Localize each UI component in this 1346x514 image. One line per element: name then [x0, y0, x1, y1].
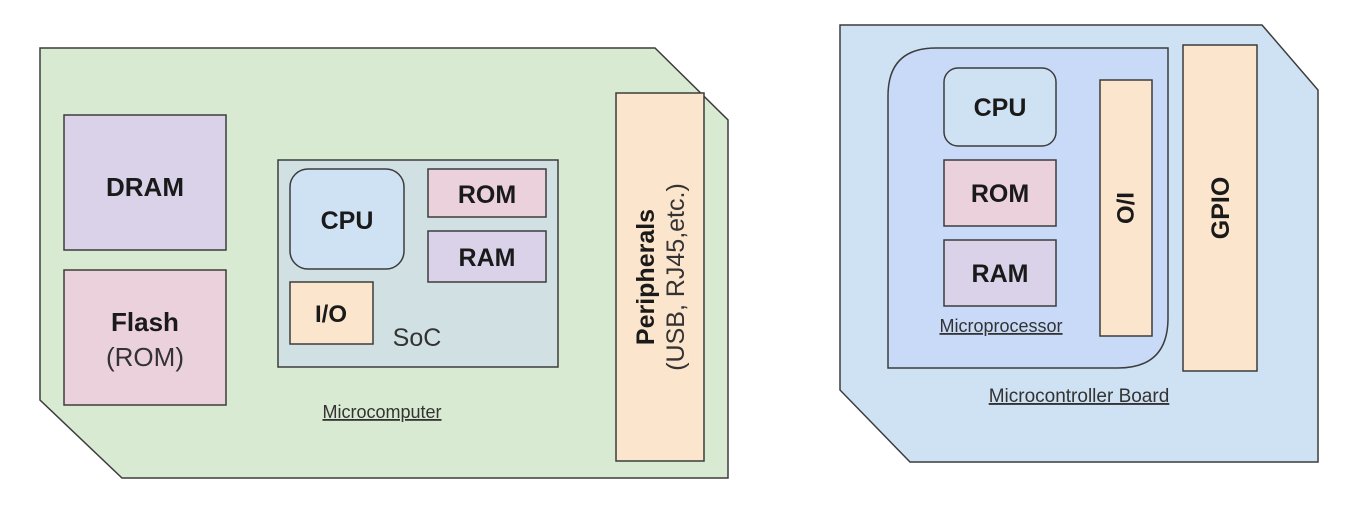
flash-sublabel: (ROM) — [106, 342, 184, 372]
flash-block — [63, 269, 227, 406]
microprocessor-label: Microprocessor — [939, 316, 1062, 336]
mp-ram-block — [943, 239, 1057, 307]
soc-io-block — [289, 281, 374, 345]
mp-cpu-label: CPU — [974, 94, 1027, 122]
soc-ram-label: RAM — [459, 244, 516, 272]
soc-ram-block — [427, 230, 547, 283]
soc-label: SoC — [393, 324, 442, 352]
dram-block — [63, 114, 227, 251]
microcomputer-diagram: DRAM Flash (ROM) CPU ROM RAM I/O SoC Per… — [39, 47, 729, 479]
soc-cpu-block — [289, 168, 405, 270]
gpio-label: GPIO — [1207, 177, 1235, 240]
soc-rom-block — [427, 168, 547, 218]
soc-cpu-label: CPU — [321, 207, 374, 235]
mp-rom-block — [943, 159, 1057, 227]
peripherals-block — [615, 92, 705, 462]
microcontroller-title: Microcontroller Board — [989, 386, 1170, 407]
dram-label: DRAM — [106, 172, 184, 202]
mp-cpu-block — [943, 67, 1057, 147]
mp-rom-label: ROM — [971, 180, 1029, 208]
gpio-block — [1182, 44, 1258, 372]
mp-io-block — [1099, 79, 1153, 337]
mp-io-label: I/O — [1111, 192, 1138, 224]
flash-label: Flash — [111, 307, 179, 337]
microcontroller-diagram: CPU ROM RAM I/O Microprocessor GPIO Micr… — [839, 24, 1319, 463]
peripherals-sublabel: (USB, RJ45,etc.) — [662, 183, 690, 371]
microcomputer-title: Microcomputer — [322, 402, 441, 422]
peripherals-label: Peripherals — [632, 209, 660, 345]
soc-rom-label: ROM — [458, 181, 516, 209]
soc-io-label: I/O — [315, 301, 347, 328]
mp-ram-label: RAM — [972, 260, 1029, 288]
